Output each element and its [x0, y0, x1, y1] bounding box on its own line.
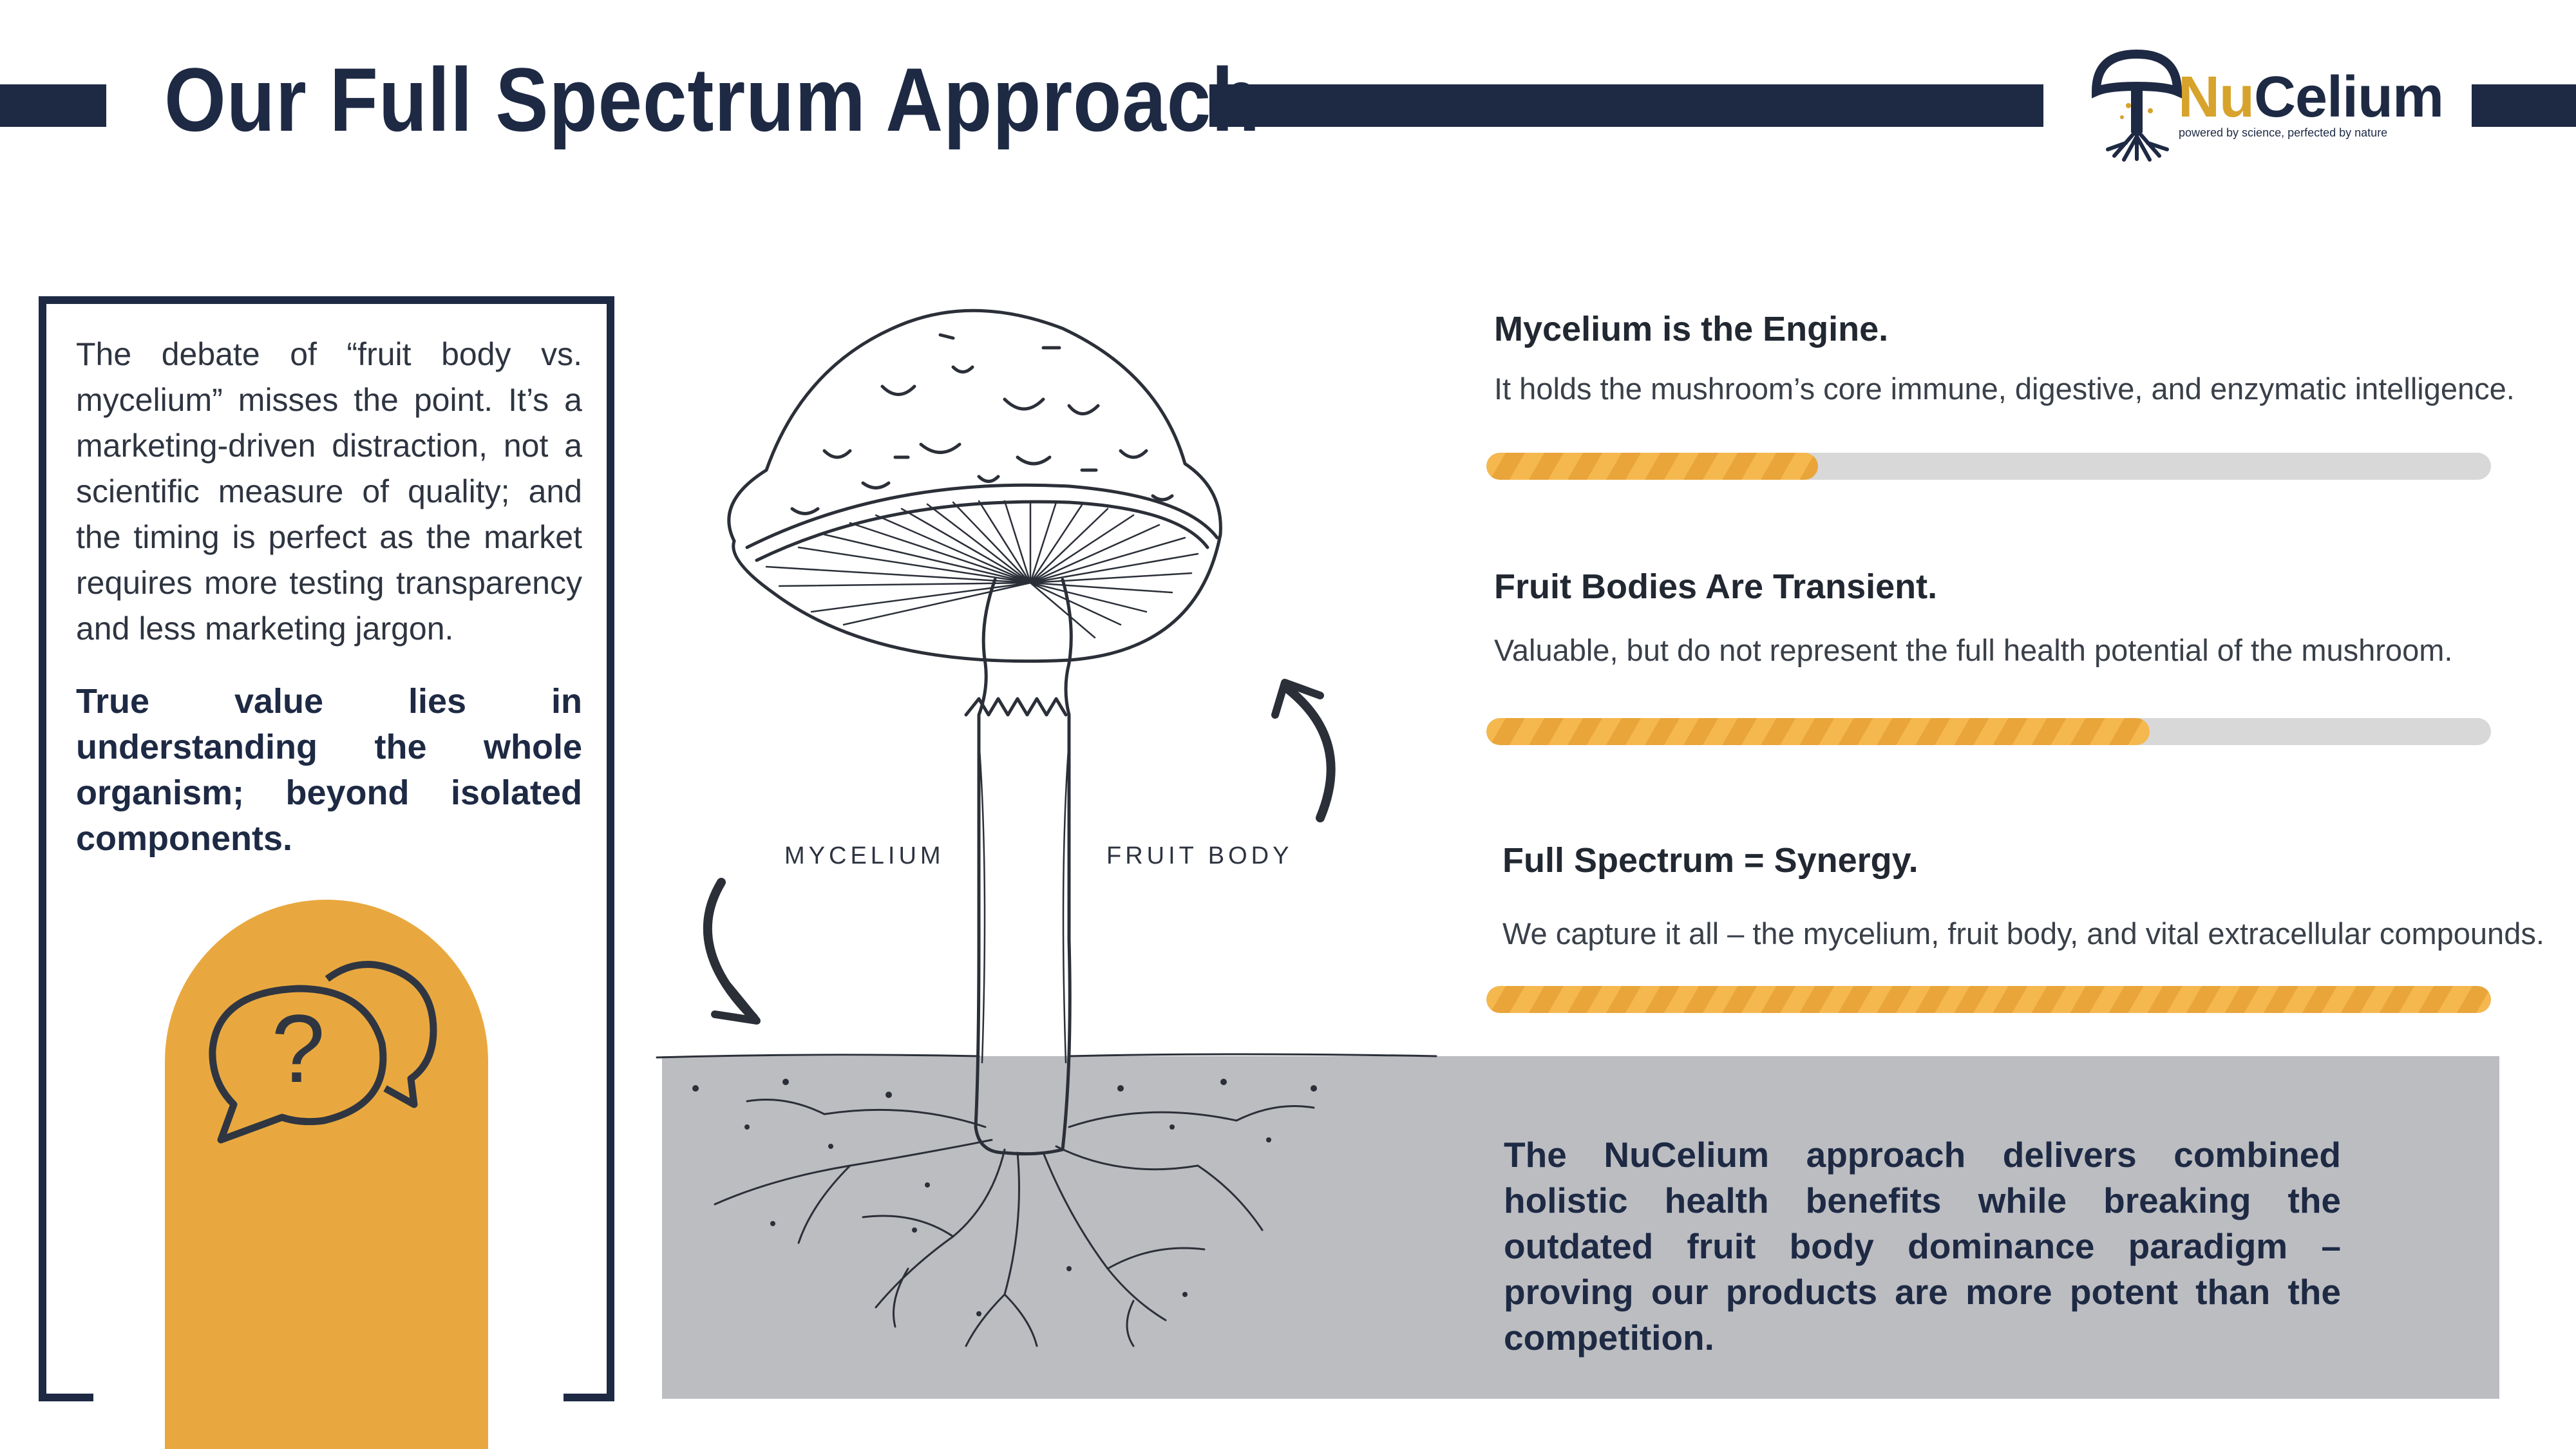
item-2-progress-bar [1486, 718, 2491, 745]
item-1-title: Mycelium is the Engine. [1494, 310, 1889, 348]
arrow-down-left-icon [703, 878, 758, 1022]
page-title: Our Full Spectrum Approach [164, 49, 1261, 150]
header-bar-right [2472, 84, 2576, 127]
svg-text:?: ? [271, 994, 325, 1103]
item-3-desc: We capture it all – the mycelium, fruit … [1502, 916, 2544, 951]
item-3-progress-bar [1486, 986, 2491, 1013]
arrow-up-right-icon [1283, 685, 1336, 822]
logo-tagline: powered by science, perfected by nature [2179, 126, 2388, 139]
item-3-title: Full Spectrum = Synergy. [1502, 841, 1918, 880]
card-frame [39, 296, 614, 1401]
item-2-desc: Valuable, but do not represent the full … [1494, 633, 2453, 667]
question-speech-bubbles-icon: ? [209, 961, 437, 1144]
item-1-progress-fill [1486, 453, 1818, 480]
card-body: The debate of “fruit body vs. mycelium” … [76, 332, 582, 862]
stem-outline [974, 578, 1073, 1156]
logo-prefix: Nu [2178, 65, 2255, 129]
header-bar-middle [1209, 84, 2043, 127]
logo-wordmark: NuCelium [2178, 64, 2444, 131]
header-bar-left [0, 84, 106, 127]
item-3-progress-fill [1486, 986, 2491, 1013]
nucelium-logo-mark-icon [2091, 49, 2183, 162]
mushroom-illustration [656, 308, 1437, 1347]
item-1-progress-bar [1486, 453, 2491, 480]
logo-suffix: Celium [2253, 65, 2444, 129]
item-1-desc: It holds the mushroom’s core immune, dig… [1494, 372, 2515, 406]
item-2-progress-fill [1486, 718, 2150, 745]
item-2-title: Fruit Bodies Are Transient. [1494, 567, 1938, 606]
card-emphasis-text: True value lies in understanding the who… [76, 682, 582, 858]
summary-text: The NuCelium approach delivers combined … [1504, 1135, 2341, 1358]
cap-outline [727, 308, 1222, 543]
fruit-body-label: FRUIT BODY [1106, 842, 1293, 869]
mycelium-label: MYCELIUM [784, 842, 945, 869]
card-intro-text: The debate of “fruit body vs. mycelium” … [76, 336, 582, 647]
